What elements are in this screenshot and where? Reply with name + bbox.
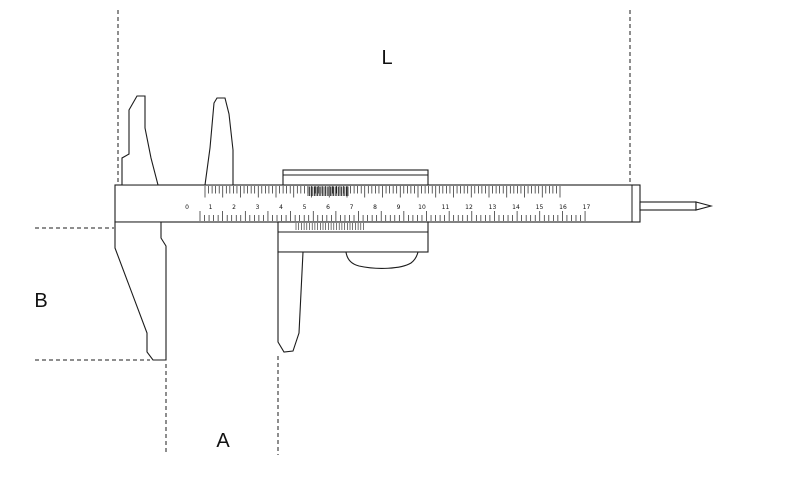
scale-number: 2 [232,204,236,211]
scale-number: 1 [209,204,213,211]
slider-top-plate [282,169,429,186]
fixed-lower-jaw [114,221,167,361]
main-scale-ticks-bottom [199,211,586,221]
scale-number: 9 [397,204,401,211]
scale-number: 8 [373,204,377,211]
vernier-inch-ticks [295,223,364,230]
scale-number: 12 [465,204,473,211]
dimension-guides [35,10,631,455]
main-scale-ticks-top [204,186,561,198]
scale-number: 15 [536,204,544,211]
depth-rod [639,201,697,211]
sliding-upper-jaw [204,97,234,186]
scale-number: 3 [256,204,260,211]
thumb-grip [345,251,419,269]
label-jaw-depth: B [34,290,47,312]
scale-number: 4 [279,204,283,211]
main-beam [114,184,641,223]
scale-number: 0 [185,204,189,211]
label-jaw-opening: A [216,430,230,452]
scale-number: 14 [512,204,520,211]
sliding-lower-jaw [277,251,304,353]
vernier-scale-ticks [307,186,349,196]
scale-number: 11 [442,204,450,211]
fixed-upper-jaw [121,95,159,186]
scale-number: 5 [303,204,307,211]
scale-number: 7 [350,204,354,211]
scale-number: 6 [326,204,330,211]
scale-number: 10 [418,204,426,211]
scale-number: 17 [583,204,591,211]
scale-number: 13 [489,204,497,211]
scale-number: 16 [559,204,567,211]
depth-rod-tip [695,201,714,211]
label-overall-length: L [381,47,392,69]
